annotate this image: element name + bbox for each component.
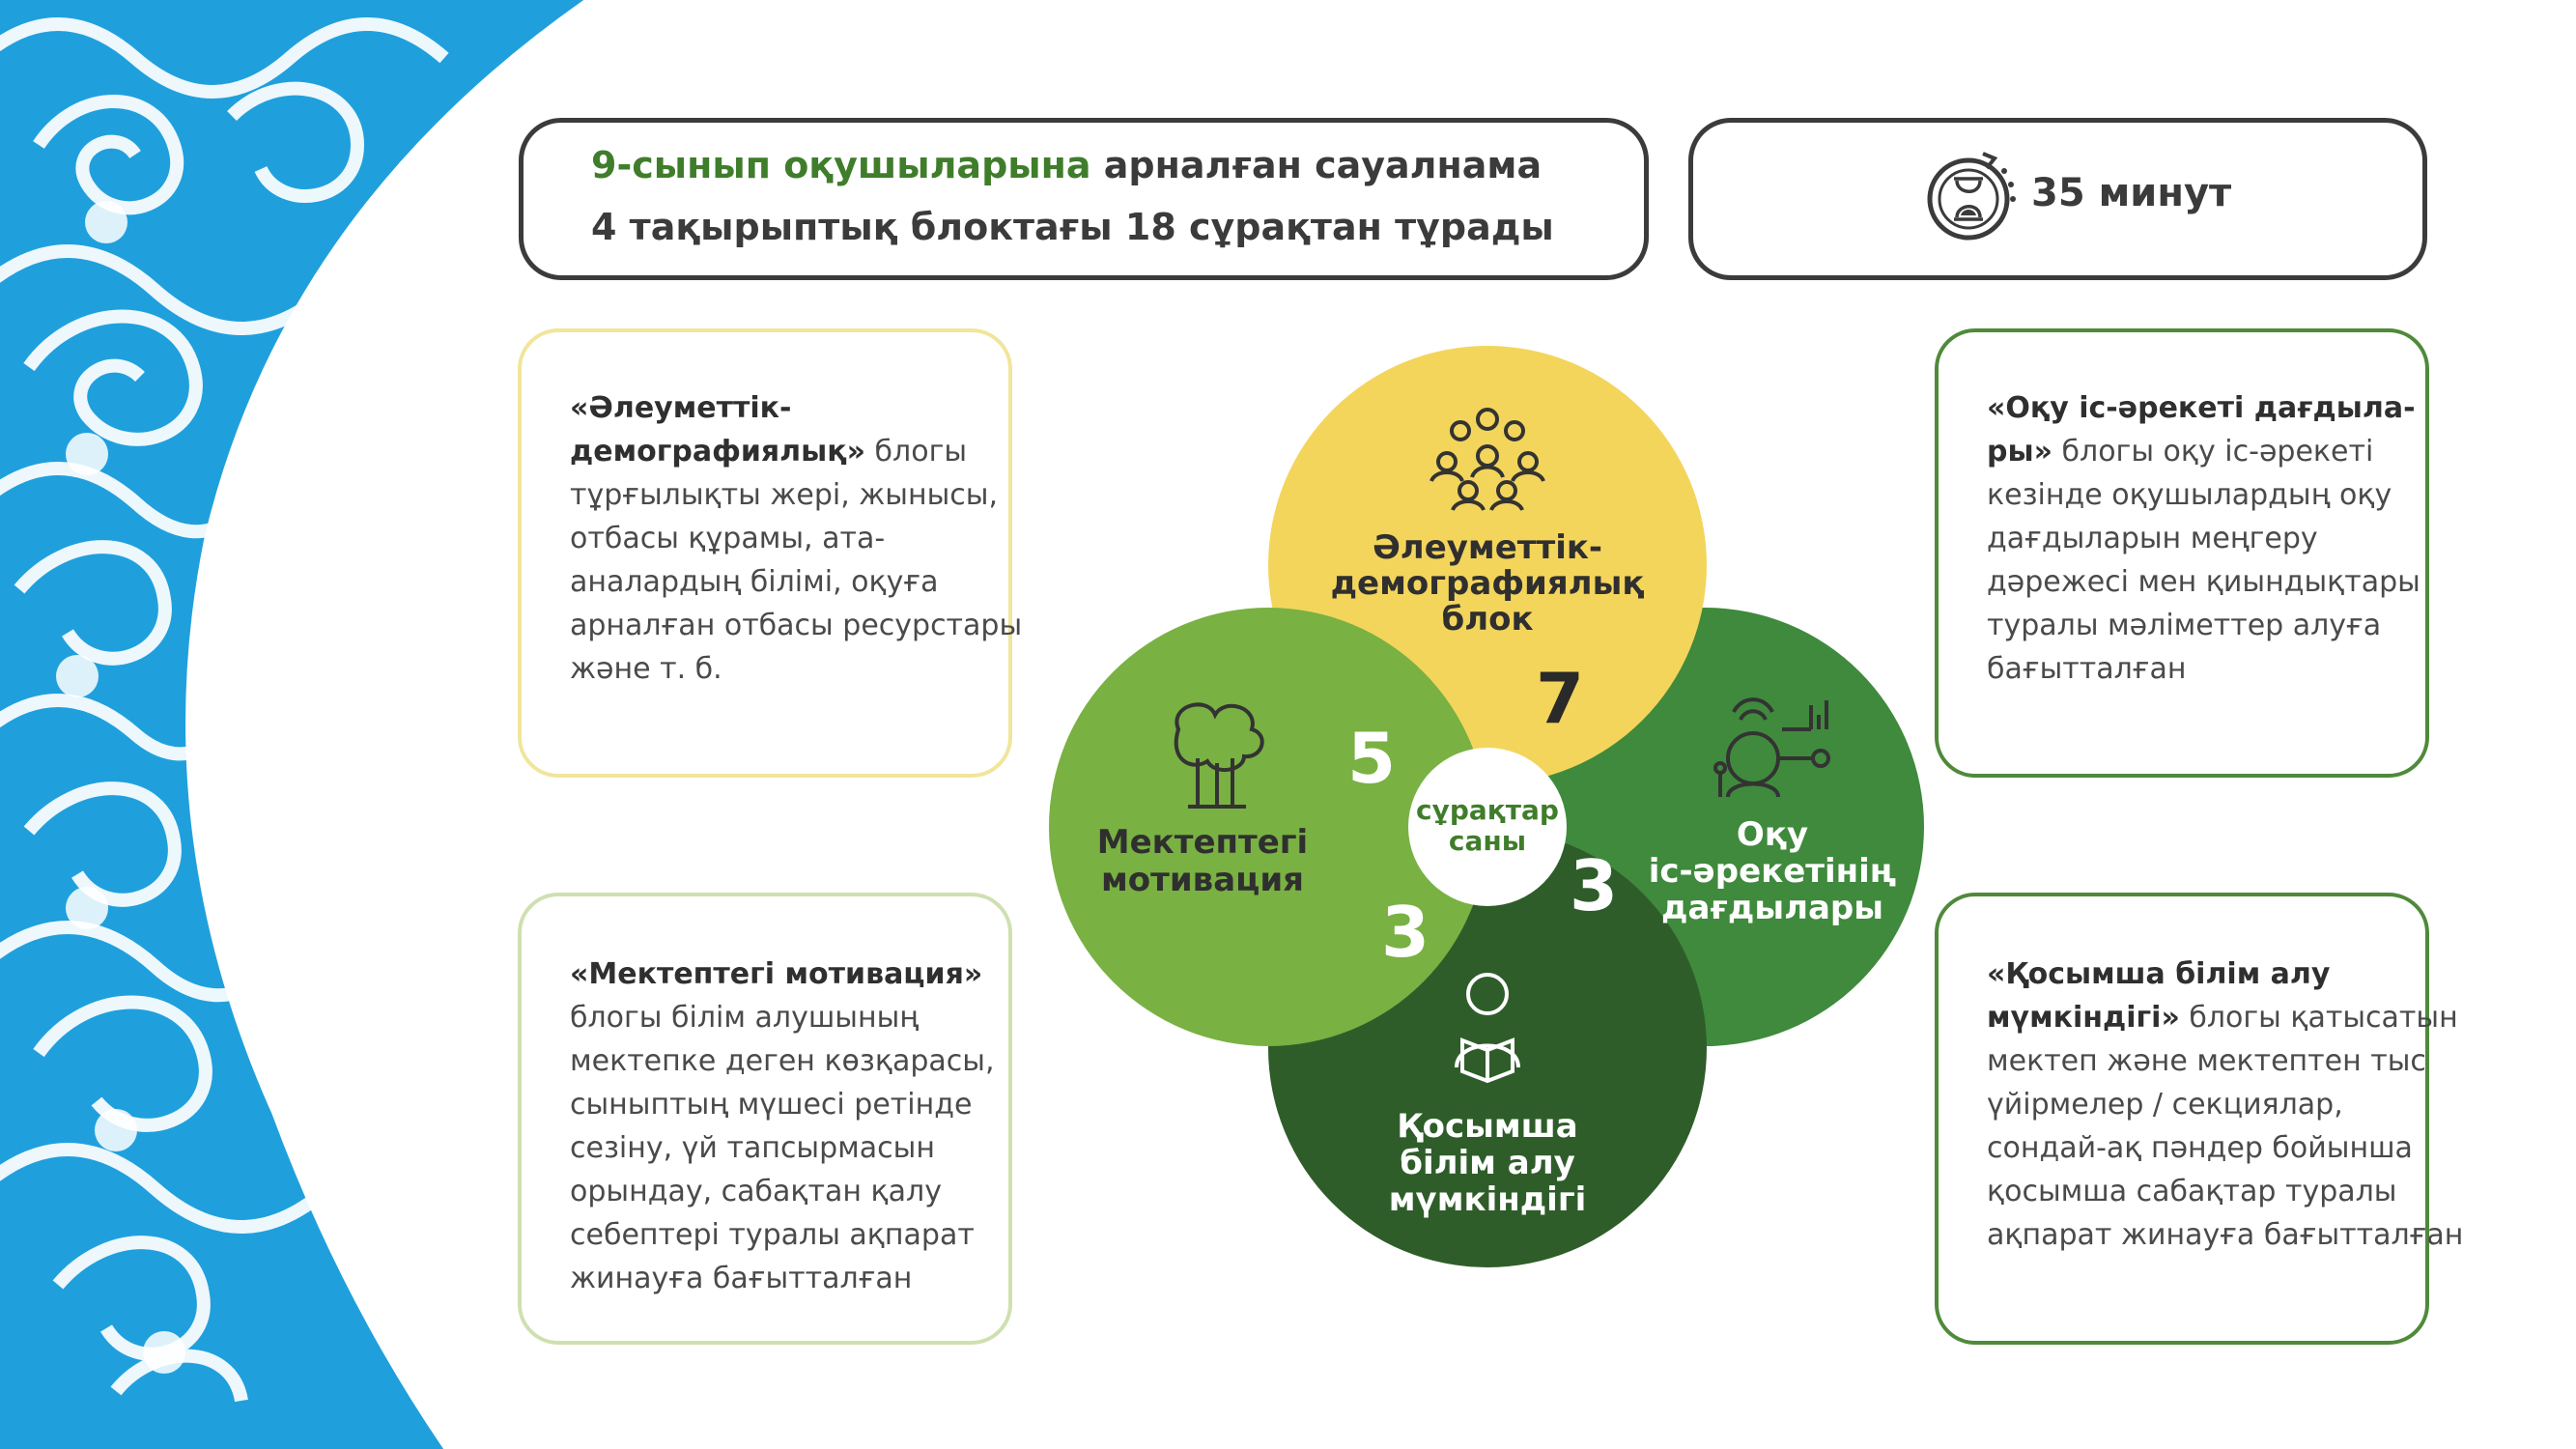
circle-motivation bbox=[1049, 608, 1487, 1046]
center-circle bbox=[1408, 748, 1567, 906]
card-motivation-text: «Мектептегі мотивация» блогы білім алушы… bbox=[570, 952, 995, 1300]
card-learning-text: «Оқу іс-әрекеті дағдыла- ры» блогы оқу і… bbox=[1987, 386, 2420, 691]
card-extra-title-2: мүмкіндігі» bbox=[1987, 1001, 2180, 1035]
card-learning-line-5: дәрежесі мен қиындықтары bbox=[1987, 565, 2420, 599]
card-social-demographic: «Әлеуметтік- демографиялық» блогы тұрғыл… bbox=[518, 328, 1023, 778]
card-extra-line-3: мектеп және мектептен тыс bbox=[1987, 1044, 2426, 1078]
card-learning-line-4: дағдыларын меңгеру bbox=[1987, 522, 2318, 555]
learning-count: 3 bbox=[1570, 845, 1618, 926]
social-count: 7 bbox=[1536, 658, 1584, 739]
center-label-2: саны bbox=[1449, 825, 1526, 857]
card-motivation-line-8: жинауға бағытталған bbox=[570, 1262, 913, 1295]
extra-label-2: білім алу bbox=[1400, 1144, 1575, 1182]
center-label-1: сұрақтар bbox=[1416, 794, 1559, 826]
card-social-title-2: демографиялық» bbox=[570, 435, 865, 469]
analytics-head-icon bbox=[1713, 697, 1830, 798]
student-reading-icon bbox=[1455, 973, 1520, 1084]
motivation-label-1: Мектептегі bbox=[1097, 823, 1308, 862]
extra-count: 3 bbox=[1381, 892, 1430, 973]
extra-label-1: Қосымша bbox=[1397, 1107, 1577, 1146]
duration-box: 35 минут bbox=[1688, 118, 2427, 280]
thinking-head-icon bbox=[1174, 702, 1264, 809]
card-learning-line-2-rest: блогы оқу іс-әрекеті bbox=[2052, 435, 2374, 469]
card-learning-title-2: ры» bbox=[1987, 435, 2052, 469]
motivation-label-2: мотивация bbox=[1101, 861, 1304, 899]
card-extra-line-6: қосымша сабақтар туралы bbox=[1987, 1175, 2397, 1208]
header-accent-text: 9-сынып оқушыларына bbox=[591, 144, 1091, 186]
card-motivation-title: «Мектептегі мотивация» bbox=[570, 957, 983, 991]
card-motivation-line-7: себептері туралы ақпарат bbox=[570, 1218, 975, 1252]
card-learning-line-7: бағытталған bbox=[1987, 652, 2187, 686]
card-social-line-3: тұрғылықты жері, жынысы, bbox=[570, 478, 999, 512]
card-extra-text: «Қосымша білім алу мүмкіндігі» блогы қат… bbox=[1987, 952, 2464, 1257]
hourglass-timer-icon bbox=[1927, 152, 2016, 241]
header-line-2: 4 тақырыптық блоктағы 18 сұрақтан тұрады bbox=[591, 206, 1554, 248]
survey-header-box: 9-сынып оқушыларына арналған сауалнама 4… bbox=[519, 118, 1649, 280]
card-extra-line-2-rest: блогы қатысатын bbox=[2179, 1001, 2458, 1035]
learning-label-2: іс-әрекетінің bbox=[1649, 852, 1896, 891]
card-learning-title-1: «Оқу іс-әрекеті дағдыла- bbox=[1987, 391, 2416, 425]
card-social-title-1: «Әлеуметтік- bbox=[570, 391, 792, 425]
card-learning-line-3: кезінде оқушылардың оқу bbox=[1987, 478, 2392, 512]
extra-label-3: мүмкіндігі bbox=[1389, 1180, 1587, 1219]
social-label-3: блок bbox=[1441, 600, 1533, 639]
card-learning-line-6: туралы мәліметтер алуға bbox=[1987, 609, 2382, 642]
card-motivation-line-4: сыныптың мүшесі ретінде bbox=[570, 1088, 973, 1122]
card-motivation-line-5: сезіну, үй тапсырмасын bbox=[570, 1131, 935, 1165]
social-label-1: Әлеуметтік- bbox=[1373, 528, 1602, 567]
card-social-text: «Әлеуметтік- демографиялық» блогы тұрғыл… bbox=[570, 386, 1023, 691]
card-social-line-5: аналардың білімі, оқуға bbox=[570, 565, 939, 599]
card-social-line-6: арналған отбасы ресурстары bbox=[570, 609, 1023, 642]
card-motivation-line-3: мектепке деген көзқарасы, bbox=[570, 1044, 995, 1078]
card-social-line-7: және т. б. bbox=[570, 652, 722, 686]
card-school-motivation: «Мектептегі мотивация» блогы білім алушы… bbox=[518, 893, 1012, 1345]
header-line-1: 9-сынып оқушыларына арналған сауалнама bbox=[591, 144, 1542, 186]
card-social-line-4: отбасы құрамы, ата- bbox=[570, 522, 886, 555]
ornament-band bbox=[0, 0, 605, 1449]
card-motivation-line-6: орындау, сабақтан қалу bbox=[570, 1175, 942, 1208]
people-group-icon bbox=[1430, 408, 1545, 511]
card-extra-education: «Қосымша білім алу мүмкіндігі» блогы қат… bbox=[1935, 893, 2464, 1345]
card-extra-line-5: сондай-ақ пәндер бойынша bbox=[1987, 1131, 2413, 1165]
social-label-2: демографиялық bbox=[1331, 564, 1645, 603]
motivation-count: 5 bbox=[1347, 718, 1396, 799]
duration-text: 35 минут bbox=[2031, 171, 2232, 215]
card-learning-skills: «Оқу іс-әрекеті дағдыла- ры» блогы оқу і… bbox=[1935, 328, 2429, 778]
question-blocks-diagram: Әлеуметтік- демографиялық блок 7 Мектепт… bbox=[1049, 346, 1924, 1267]
learning-label-1: Оқу bbox=[1737, 815, 1808, 854]
card-social-line-2-rest: блогы bbox=[865, 435, 968, 469]
card-extra-line-4: үйірмелер / секциялар, bbox=[1987, 1088, 2343, 1122]
card-extra-title-1: «Қосымша білім алу bbox=[1987, 957, 2331, 991]
learning-label-3: дағдылары bbox=[1661, 889, 1883, 927]
card-motivation-line-2: блогы білім алушының bbox=[570, 1001, 920, 1035]
card-extra-line-7: ақпарат жинауға бағытталған bbox=[1987, 1218, 2464, 1252]
header-rest-text: арналған сауалнама bbox=[1090, 144, 1543, 186]
